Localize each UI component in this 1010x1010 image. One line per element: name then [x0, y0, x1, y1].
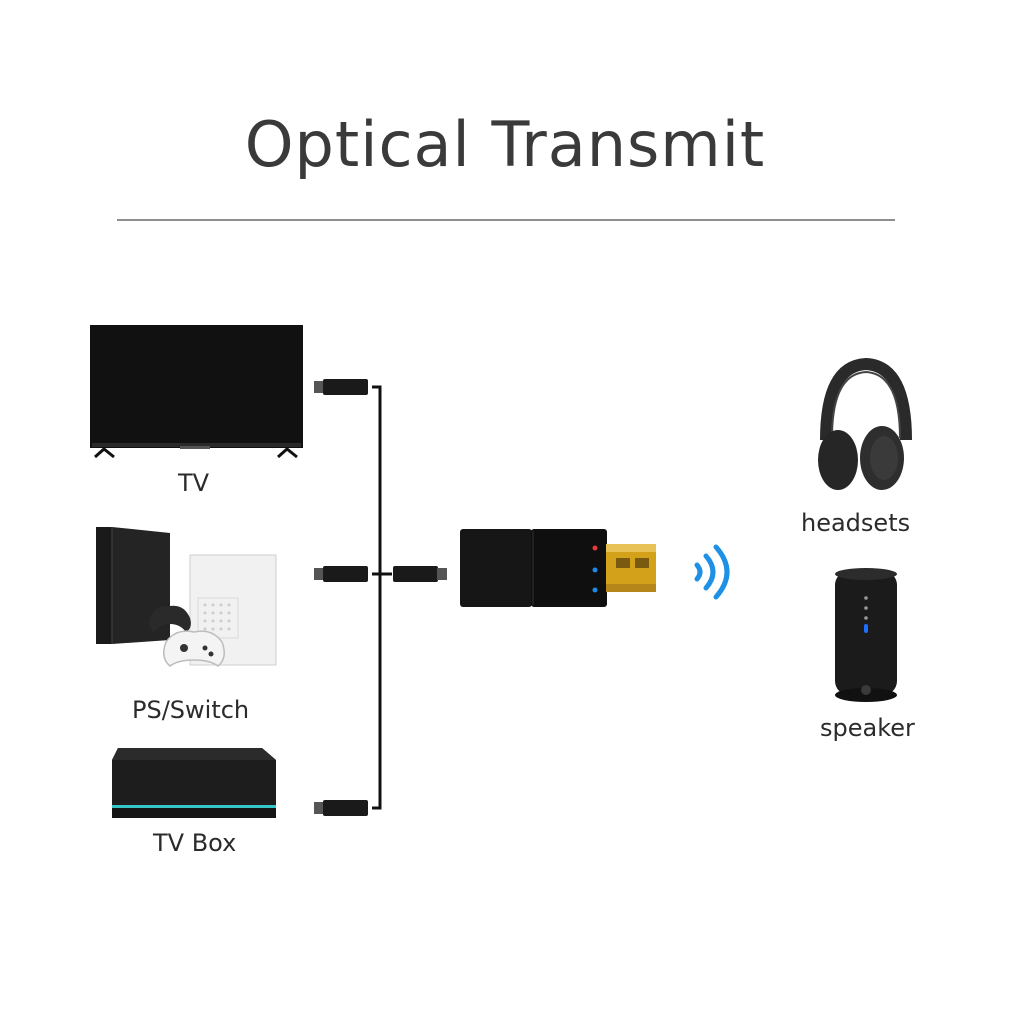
speaker-label: speaker: [820, 714, 915, 742]
headsets-label: headsets: [801, 509, 911, 537]
headphones-icon: [818, 357, 912, 490]
wireless-signal-icon: [694, 544, 730, 600]
bluetooth-speaker-icon: [835, 568, 897, 702]
optical-connector: [314, 379, 447, 816]
optical-cable: [372, 385, 392, 810]
title-divider: [117, 219, 895, 221]
tv-box-icon: [112, 748, 276, 818]
tv-box-label: TV Box: [153, 829, 237, 857]
ps-switch-label: PS/Switch: [132, 696, 250, 724]
tv-icon: [90, 325, 303, 459]
tv-label: TV: [178, 469, 210, 497]
diagram-title: Optical Transmit: [244, 108, 766, 181]
game-console-icon: [96, 527, 277, 667]
usb-bluetooth-transmitter-icon: [460, 529, 656, 607]
